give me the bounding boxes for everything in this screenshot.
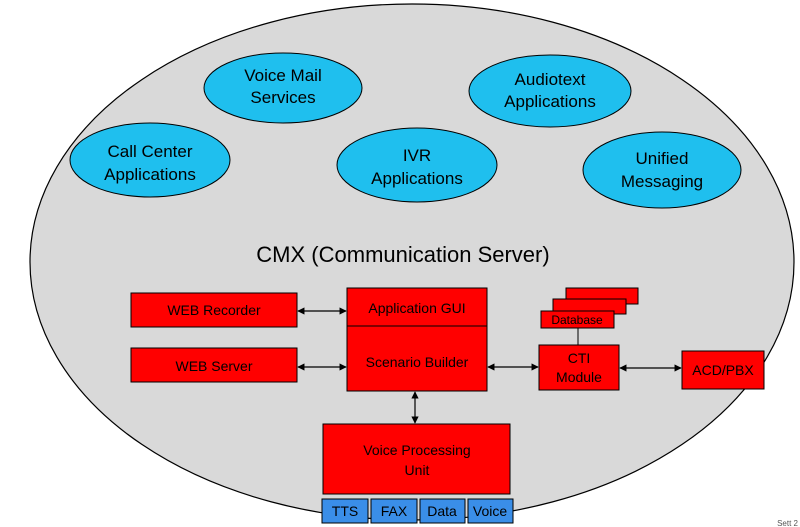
bubble-voice-mail-line1: Voice Mail bbox=[244, 66, 321, 85]
server-title: CMX (Communication Server) bbox=[256, 242, 549, 267]
box-cti-module-line1: CTI bbox=[568, 350, 591, 366]
bubble-audiotext-line1: Audiotext bbox=[515, 70, 586, 89]
bubble-ivr: IVR Applications bbox=[336, 127, 498, 203]
box-cti-module: CTI Module bbox=[538, 344, 620, 391]
bubble-ivr-line1: IVR bbox=[403, 146, 431, 165]
box-web-recorder-label: WEB Recorder bbox=[167, 302, 261, 318]
bubble-call-center-line2: Applications bbox=[104, 165, 196, 184]
database-stack: Database bbox=[540, 287, 639, 329]
box-application-gui-label: Application GUI bbox=[368, 300, 465, 316]
box-acd-pbx-label: ACD/PBX bbox=[692, 362, 754, 378]
database-label: Database bbox=[551, 313, 603, 327]
box-web-recorder: WEB Recorder bbox=[130, 292, 298, 328]
media-voice-label: Voice bbox=[473, 503, 507, 519]
box-scenario-builder-label: Scenario Builder bbox=[366, 354, 469, 370]
media-fax: FAX bbox=[370, 498, 418, 524]
box-web-server: WEB Server bbox=[130, 347, 298, 383]
bubble-voice-mail: Voice Mail Services bbox=[203, 52, 363, 124]
media-tts: TTS bbox=[321, 498, 369, 524]
box-voice-processing-unit: Voice Processing Unit bbox=[322, 423, 511, 495]
media-voice: Voice bbox=[467, 498, 514, 524]
bubble-unified-messaging-line1: Unified bbox=[636, 149, 689, 168]
bubble-call-center-line1: Call Center bbox=[107, 142, 192, 161]
box-scenario-builder: Scenario Builder bbox=[346, 325, 488, 392]
bubble-call-center: Call Center Applications bbox=[69, 122, 231, 198]
bubble-unified-messaging-line2: Messaging bbox=[621, 172, 703, 191]
box-voice-processing-line1: Voice Processing bbox=[363, 442, 470, 458]
slide-footer: Sett 2 bbox=[777, 519, 798, 527]
box-web-server-label: WEB Server bbox=[175, 358, 252, 374]
media-data-label: Data bbox=[427, 503, 457, 519]
box-cti-module-line2: Module bbox=[556, 369, 602, 385]
bubble-audiotext-line2: Applications bbox=[504, 92, 596, 111]
media-data: Data bbox=[419, 498, 466, 524]
bubble-voice-mail-line2: Services bbox=[250, 88, 315, 107]
box-application-gui: Application GUI bbox=[346, 287, 488, 327]
box-acd-pbx: ACD/PBX bbox=[681, 350, 765, 390]
media-tts-label: TTS bbox=[332, 503, 358, 519]
bubble-ivr-line2: Applications bbox=[371, 169, 463, 188]
box-voice-processing-line2: Unit bbox=[405, 462, 430, 478]
media-fax-label: FAX bbox=[381, 503, 408, 519]
bubble-unified-messaging: Unified Messaging bbox=[582, 131, 742, 209]
bubble-audiotext: Audiotext Applications bbox=[468, 54, 632, 128]
